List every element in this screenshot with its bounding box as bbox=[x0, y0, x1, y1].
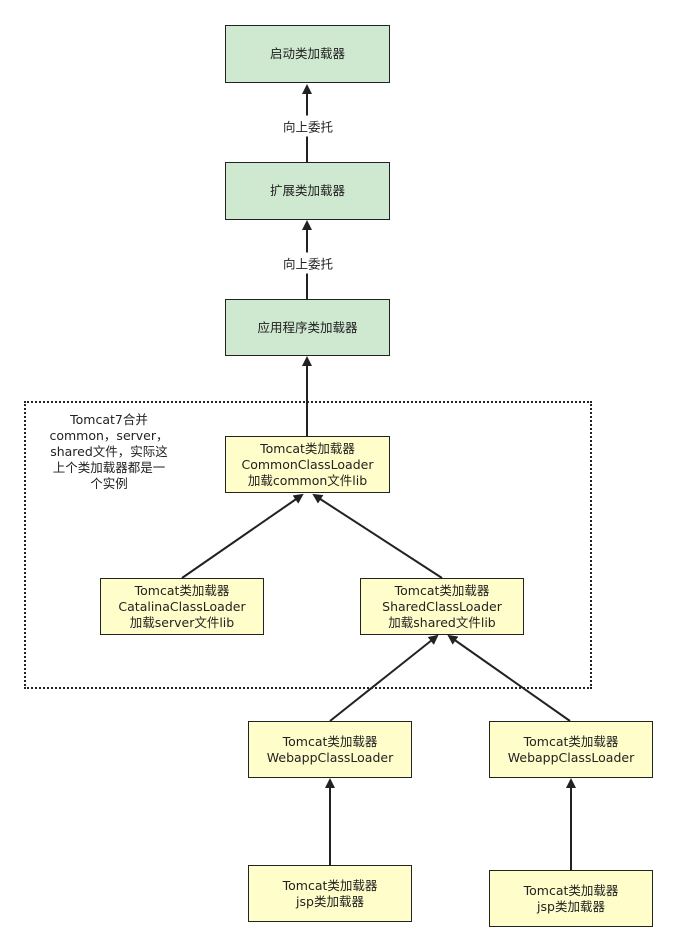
edge-webapp2-to-shared bbox=[447, 634, 571, 722]
common-line-2: CommonClassLoader bbox=[241, 456, 374, 472]
shared-classloader-node: Tomcat类加载器 SharedClassLoader 加载shared文件l… bbox=[360, 578, 524, 635]
note-line: common，server， bbox=[49, 428, 169, 443]
edge-shared-to-common bbox=[312, 493, 443, 579]
application-classloader-node: 应用程序类加载器 bbox=[225, 299, 390, 356]
catalina-line-3: 加载server文件lib bbox=[129, 614, 235, 630]
catalina-line-1: Tomcat类加载器 bbox=[134, 582, 230, 598]
shared-line-1: Tomcat类加载器 bbox=[394, 582, 490, 598]
jsp-classloader-node-1: Tomcat类加载器 jsp类加载器 bbox=[248, 865, 412, 922]
note-line: shared文件，实际这 bbox=[50, 444, 168, 459]
catalina-classloader-node: Tomcat类加载器 CatalinaClassLoader 加载server文… bbox=[100, 578, 264, 635]
webapp2-line-2: WebappClassLoader bbox=[507, 749, 635, 765]
extension-classloader-node: 扩展类加载器 bbox=[225, 162, 390, 220]
edge-label-app-to-ext: 向上委托 bbox=[280, 252, 336, 274]
webapp2-line-1: Tomcat类加载器 bbox=[523, 733, 619, 749]
webapp1-line-2: WebappClassLoader bbox=[266, 749, 394, 765]
jsp-classloader-node-2: Tomcat类加载器 jsp类加载器 bbox=[489, 870, 653, 927]
webapp-classloader-node-1: Tomcat类加载器 WebappClassLoader bbox=[248, 721, 412, 778]
common-classloader-node: Tomcat类加载器 CommonClassLoader 加载common文件l… bbox=[225, 436, 390, 493]
bootstrap-classloader-node: 启动类加载器 bbox=[225, 25, 390, 83]
edge-webapp1-to-shared bbox=[329, 634, 439, 722]
extension-label: 扩展类加载器 bbox=[269, 183, 345, 198]
note-line: 上个类加载器都是一 bbox=[52, 460, 166, 475]
bootstrap-label: 启动类加载器 bbox=[269, 46, 345, 61]
note-line: Tomcat7合并 bbox=[70, 412, 148, 427]
merge-note: Tomcat7合并 common，server， shared文件，实际这 上个… bbox=[34, 412, 184, 492]
catalina-line-2: CatalinaClassLoader bbox=[118, 598, 246, 614]
webapp1-line-1: Tomcat类加载器 bbox=[282, 733, 378, 749]
note-line: 个实例 bbox=[90, 476, 128, 491]
edge-catalina-to-common bbox=[181, 493, 304, 579]
common-line-1: Tomcat类加载器 bbox=[260, 440, 355, 456]
jsp2-line-2: jsp类加载器 bbox=[537, 898, 605, 914]
jsp1-line-1: Tomcat类加载器 bbox=[282, 877, 378, 893]
common-line-3: 加载common文件lib bbox=[247, 472, 368, 488]
shared-line-3: 加载shared文件lib bbox=[388, 614, 496, 630]
jsp1-line-2: jsp类加载器 bbox=[296, 893, 364, 909]
application-label: 应用程序类加载器 bbox=[257, 319, 358, 335]
jsp2-line-1: Tomcat类加载器 bbox=[523, 882, 619, 898]
shared-line-2: SharedClassLoader bbox=[382, 598, 502, 614]
webapp-classloader-node-2: Tomcat类加载器 WebappClassLoader bbox=[489, 721, 653, 778]
edge-label-ext-to-boot: 向上委托 bbox=[280, 115, 336, 137]
